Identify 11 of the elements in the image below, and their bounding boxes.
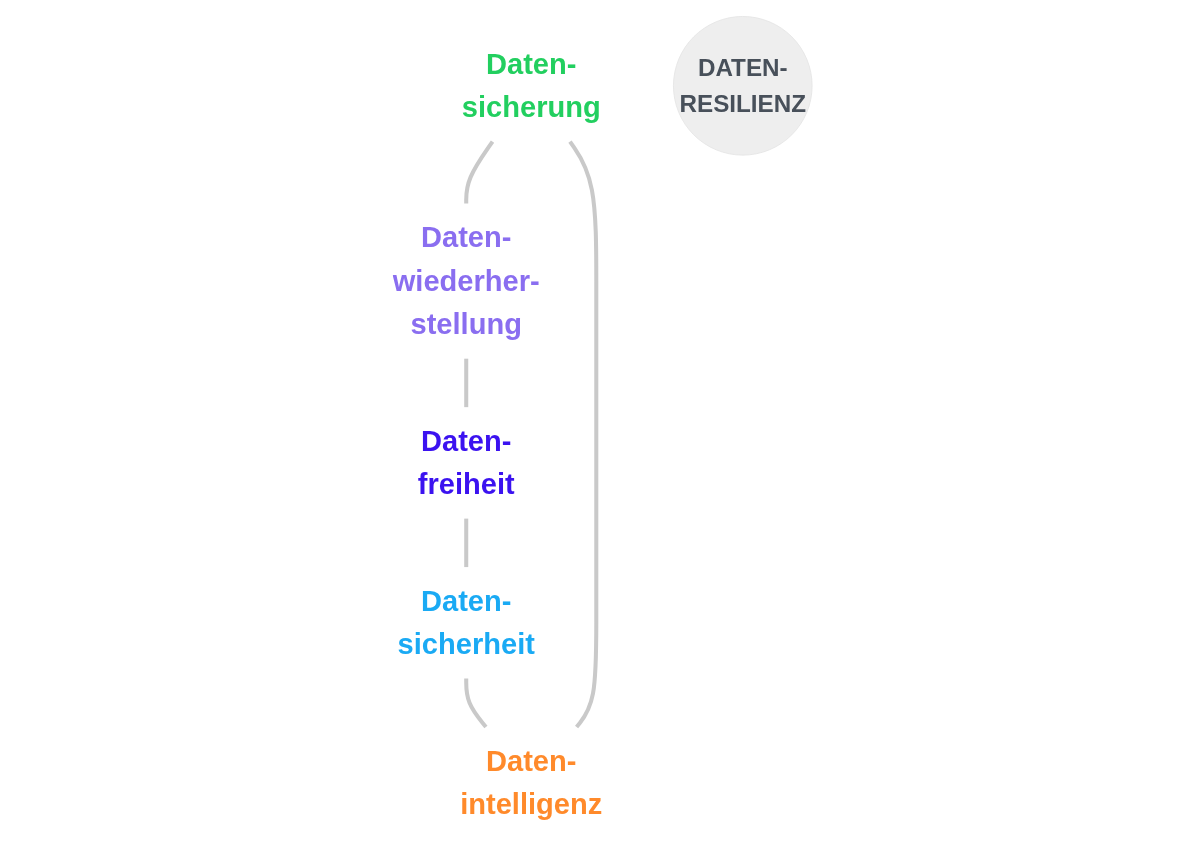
- connector: [568, 140, 598, 729]
- node-text: Daten- wiederher- stellung: [392, 220, 540, 341]
- node-text: Daten- sicherung: [461, 47, 601, 124]
- connector: [463, 518, 468, 568]
- connector: [463, 678, 488, 729]
- node-circle: DATEN- RESILIENZ: [672, 16, 813, 156]
- node-text: Daten- intelligenz: [459, 744, 603, 821]
- node-text: Daten- freiheit: [417, 424, 515, 501]
- connector: [463, 358, 468, 408]
- connector: [463, 140, 494, 204]
- node-text: Daten- sicherheit: [397, 584, 535, 661]
